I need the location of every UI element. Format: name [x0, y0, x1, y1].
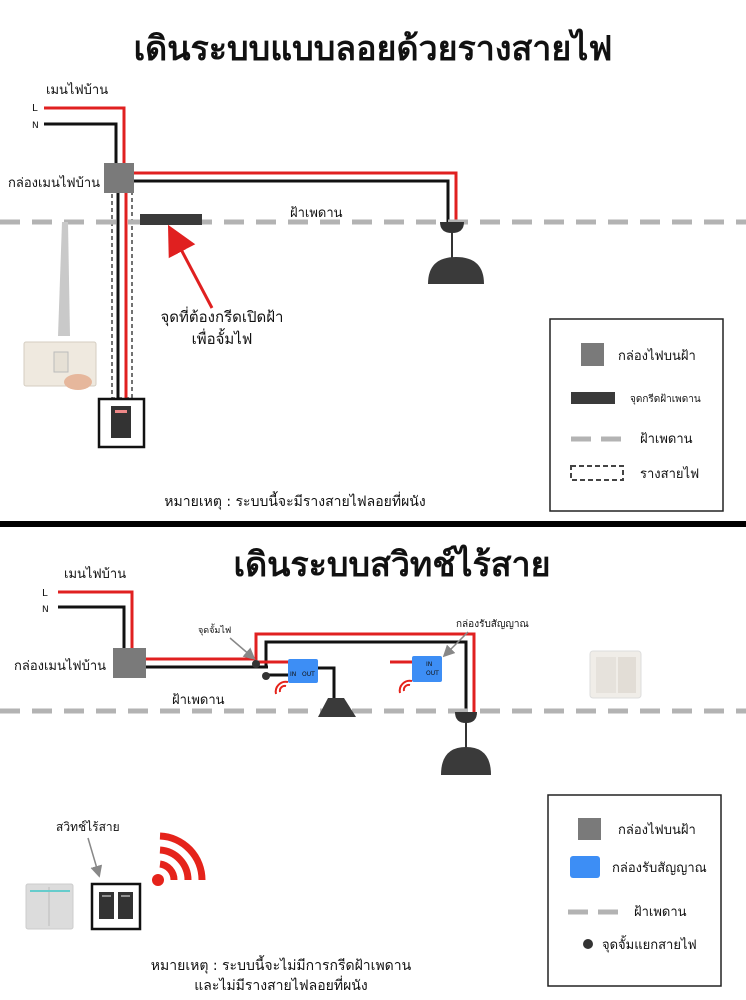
bottom-receiver-arrow: [442, 631, 469, 658]
bottom-receiver-2-in-label: IN: [426, 661, 432, 668]
top-ceiling-lamp-shade: [428, 257, 484, 284]
top-legend-ceiling-label: ฝ้าเพดาน: [640, 432, 693, 447]
bottom-receiver-box-1: [288, 659, 318, 683]
bottom-legend-frame: [547, 794, 722, 987]
top-legend-conduit-swatch: [570, 465, 624, 481]
top-ceiling-label: ฝ้าเพดาน: [290, 206, 343, 221]
bottom-receiver-2-out-label: OUT: [426, 670, 439, 677]
bottom-lamp-2-cap: [455, 712, 477, 723]
top-legend-cut-swatch: [571, 392, 615, 404]
top-cut-point-bar: [140, 214, 202, 225]
bottom-junction-dot-1: [252, 660, 260, 668]
bottom-wireless-switch-arrow: [87, 837, 103, 878]
bottom-legend-junction-label: จุดจั้มแยกสายไฟ: [602, 935, 697, 953]
bottom-signal-icon-2: [398, 679, 413, 694]
bottom-receiver-photo-part2: [618, 657, 636, 693]
bottom-wireless-switch-btn-left: [99, 892, 114, 919]
top-live-wire-mains: [44, 106, 126, 165]
bottom-live-wire-loop: [254, 632, 476, 712]
bottom-jump-label: จุดจั้มไฟ: [198, 623, 231, 636]
top-wire-L-label: L: [32, 103, 38, 114]
top-wall-switch-rocker: [53, 351, 69, 373]
top-ceiling-lamp-cap: [440, 222, 464, 233]
bottom-wireless-signal-icon: [152, 832, 206, 886]
top-legend-box-label: กล่องไฟบนฝ้า: [618, 348, 696, 364]
bottom-legend-receiver-label: กล่องรับสัญญาณ: [612, 861, 707, 876]
bottom-receiver-label: กล่องรับสัญญาณ: [456, 619, 529, 630]
top-finger-illustration: [64, 374, 92, 390]
bottom-receiver-1-in: IN: [290, 671, 296, 678]
top-neutral-wire-mains: [44, 122, 118, 165]
bottom-receiver-1-out: [318, 666, 336, 698]
top-switch-indicator: [115, 410, 127, 413]
bottom-note-2: และไม่มีรางสายไฟลอยที่ผนัง: [194, 976, 367, 994]
bottom-wire-L-label: L: [42, 588, 48, 599]
bottom-legend-box-label: กล่องไฟบนฝ้า: [618, 822, 696, 838]
top-note: หมายเหตุ : ระบบนี้จะมีรางสายไฟลอยที่ผนัง: [164, 491, 425, 510]
bottom-junction-dot-2: [262, 672, 270, 680]
bottom-receiver-photo-part: [596, 657, 616, 693]
top-legend-box-swatch: [581, 343, 604, 366]
top-main-box-label: กล่องเมนไฟบ้าน: [8, 175, 100, 191]
top-legend-conduit-label: รางสายไฟ: [640, 466, 699, 482]
top-wire-N-label: N: [32, 121, 39, 131]
bottom-wireless-switch-btn-right: [118, 892, 133, 919]
top-legend-frame: [549, 318, 724, 512]
top-live-wire-lamp: [134, 171, 458, 222]
bottom-note-1: หมายเหตุ : ระบบนี้จะไม่มีการกรีดฝ้าเพดาน: [151, 955, 412, 974]
bottom-main-box: [113, 648, 146, 678]
bottom-legend-receiver-swatch: [570, 856, 600, 878]
top-neutral-wire-lamp: [134, 179, 450, 222]
bottom-neutral-wire-mains: [58, 605, 126, 650]
bottom-ceiling-label: ฝ้าเพดาน: [172, 693, 225, 708]
bottom-title: เดินระบบสวิทช์ไร้สาย: [233, 544, 550, 585]
bottom-live-wire-mains: [58, 590, 134, 650]
bottom-wire-N-label: N: [42, 605, 49, 615]
bottom-lamp-2-shade: [441, 747, 491, 775]
bottom-mains-label: เมนไฟบ้าน: [64, 566, 126, 582]
bottom-jump-arrow: [229, 637, 256, 660]
top-switch-box: [97, 397, 146, 449]
section-divider: [0, 521, 746, 527]
top-cut-point-text-2: เพื่อจั้มไฟ: [192, 328, 253, 348]
bottom-main-box-label: กล่องเมนไฟบ้าน: [14, 658, 106, 674]
top-main-box: [104, 163, 134, 193]
top-mains-label: เมนไฟบ้าน: [46, 82, 108, 98]
top-cut-point-text-1: จุดที่ต้องกรีดเปิดฝ้า: [161, 306, 284, 327]
top-cut-point-arrow: [167, 224, 214, 309]
bottom-legend-junction-swatch: [583, 939, 593, 949]
top-title: เดินระบบแบบลอยด้วยรางสายไฟ: [134, 28, 613, 69]
top-switch-button: [111, 406, 131, 438]
top-pen-illustration: [58, 222, 70, 336]
bottom-legend-ceiling-label: ฝ้าเพดาน: [634, 905, 687, 920]
top-legend-cut-label: จุดกรีดฝ้าเพดาน: [630, 393, 701, 405]
bottom-neutral-wire-loop: [264, 640, 468, 712]
bottom-receiver-box-2: [412, 656, 442, 682]
bottom-wireless-switch-label: สวิทช์ไร้สาย: [56, 820, 120, 834]
bottom-legend-box-swatch: [578, 818, 601, 840]
bottom-receiver-1-out-label: OUT: [302, 671, 315, 678]
bottom-lamp-1: [318, 698, 356, 717]
bottom-signal-icon-1: [274, 680, 289, 695]
